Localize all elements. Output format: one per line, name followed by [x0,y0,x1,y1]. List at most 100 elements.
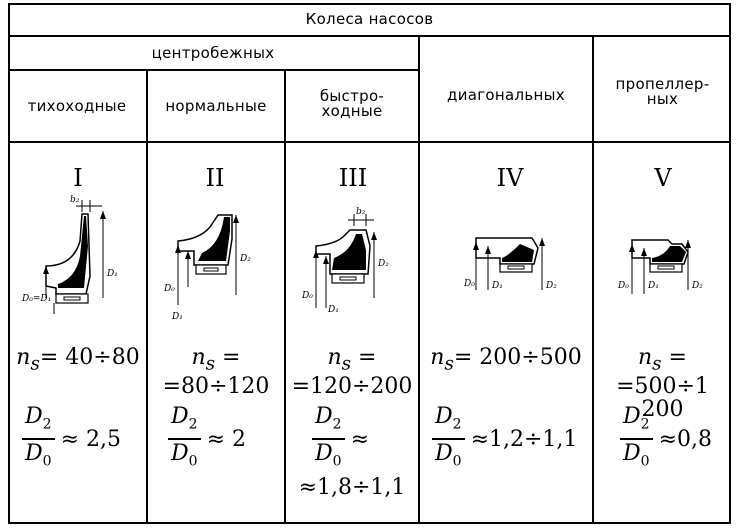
impeller-II-drawing: D₀ D₁ D₂ [163,214,251,322]
label-III-b: b₂ [356,207,366,217]
ns-value-V: ns = =500÷1 200 [594,346,731,421]
ns-symbol-II: n [191,345,206,370]
ratio-num-sub-I: 2 [42,416,52,433]
ratio-value-I: ≈ 2,5 [60,426,121,452]
ratio-num-II: D [171,404,189,429]
ratio-num-IV: D [435,404,453,429]
label-I-d2: D₁ [106,269,118,279]
ns-symbol-IV: n [430,345,445,370]
label-V-d0: D₀ [617,281,629,291]
label-V-d2: D₂ [691,281,703,291]
ns-sub-II: s [205,353,216,375]
label-IV-d1: D₁ [491,281,503,291]
ratio-den-II: D [171,441,189,467]
ratio-den-sub-I: 0 [42,453,52,470]
header-propeller-line1: пропеллер- [615,75,710,93]
label-IV-d2: D₂ [545,281,557,291]
ns-sub-IV: s [444,353,454,375]
ns-range-V: =500÷1 200 [616,374,709,423]
ratio-num-III: D [315,404,333,429]
ratio-value-III-line2: ≈1,8÷1,1 [298,475,406,500]
ns-range-III: =120÷200 [291,374,413,400]
rule-col-2-3 [284,69,286,524]
label-V-d1: D₁ [647,281,659,291]
ratio-den-sub-II: 0 [188,453,198,470]
label-II-d2: D₂ [239,254,251,264]
header-low-speed: тихоходные [27,97,127,115]
rule-under-headers [8,141,731,143]
header-high-speed: быстро- ходные [286,89,418,119]
pump-impellers-table [8,3,731,524]
ns-eq-II: = [215,345,241,370]
ratio-num-sub-V: 2 [640,416,650,433]
ratio-num-I: D [25,404,43,429]
label-I-d0d1: D₀=D₁ [21,294,51,304]
rule-col-1-2 [146,69,148,524]
ns-value-I: ns= 40÷80 [10,346,146,375]
ratio-num-V: D [623,404,641,429]
label-I-b: b₂ [70,195,80,205]
label-II-d0: D₀ [163,284,175,294]
rule-col-3-4 [418,35,420,524]
ns-value-II: ns = =80÷120 [148,346,284,398]
impeller-I-drawing: b₂ D₁ D₀=D₁ [21,195,118,314]
ns-range-IV: = 200÷500 [453,345,582,370]
roman-III: III [338,164,368,192]
label-III-d0: D₀ [301,291,313,301]
ratio-den-V: D [623,441,641,467]
rule-under-title [8,35,731,37]
label-II-d1: D₁ [171,312,183,322]
header-propeller-line2: ных [646,90,679,108]
ns-value-IV: ns= 200÷500 [420,346,592,375]
label-IV-d0: D₀ [463,279,475,289]
ns-eq-III: = [351,345,377,370]
header-high-speed-line2: ходные [321,102,383,120]
roman-V: V [654,164,672,192]
ratio-num-sub-II: 2 [188,416,198,433]
ratio-den-IV: D [435,441,453,467]
header-normal: нормальные [165,97,267,115]
ns-range-II: =80÷120 [162,374,270,400]
ns-range-I: = 40÷80 [39,345,140,370]
ns-symbol-I: n [16,345,31,370]
ratio-num-sub-IV: 2 [452,416,462,433]
ns-value-III: ns = =120÷200 [286,346,418,398]
ns-symbol-III: n [327,345,342,370]
ratio-den-sub-V: 0 [640,453,650,470]
header-propeller: пропеллер- ных [594,77,731,107]
roman-I: I [73,164,83,192]
ratio-den-sub-III: 0 [332,453,342,470]
label-III-d2: D₂ [377,259,389,269]
ns-symbol-V: n [637,345,653,370]
ns-sub-III: s [341,353,352,375]
header-high-speed-line1: быстро- [319,87,385,105]
ns-eq-V: = [661,345,687,370]
ratio-den-sub-IV: 0 [452,453,462,470]
ratio-value-II: ≈ 2 [206,426,246,452]
ns-sub-V: s [652,353,662,375]
roman-II: II [205,164,225,192]
ratio-den-III: D [315,441,333,467]
header-diagonal: диагональных [447,86,565,104]
group-header-centrifugal: центробежных [151,44,275,62]
label-III-d1: D₁ [327,305,339,315]
table-title: Колеса насосов [305,10,434,28]
ratio-value-V: ≈0,8 [658,426,712,452]
impeller-IV-drawing: D₀ D₁ D₂ [463,237,557,291]
rule-col-4-5 [592,35,594,524]
rule-under-group [8,69,418,71]
ratio-den-I: D [25,441,43,467]
impeller-V-drawing: D₀ D₁ D₂ [617,239,703,294]
ns-sub-I: s [30,353,40,375]
